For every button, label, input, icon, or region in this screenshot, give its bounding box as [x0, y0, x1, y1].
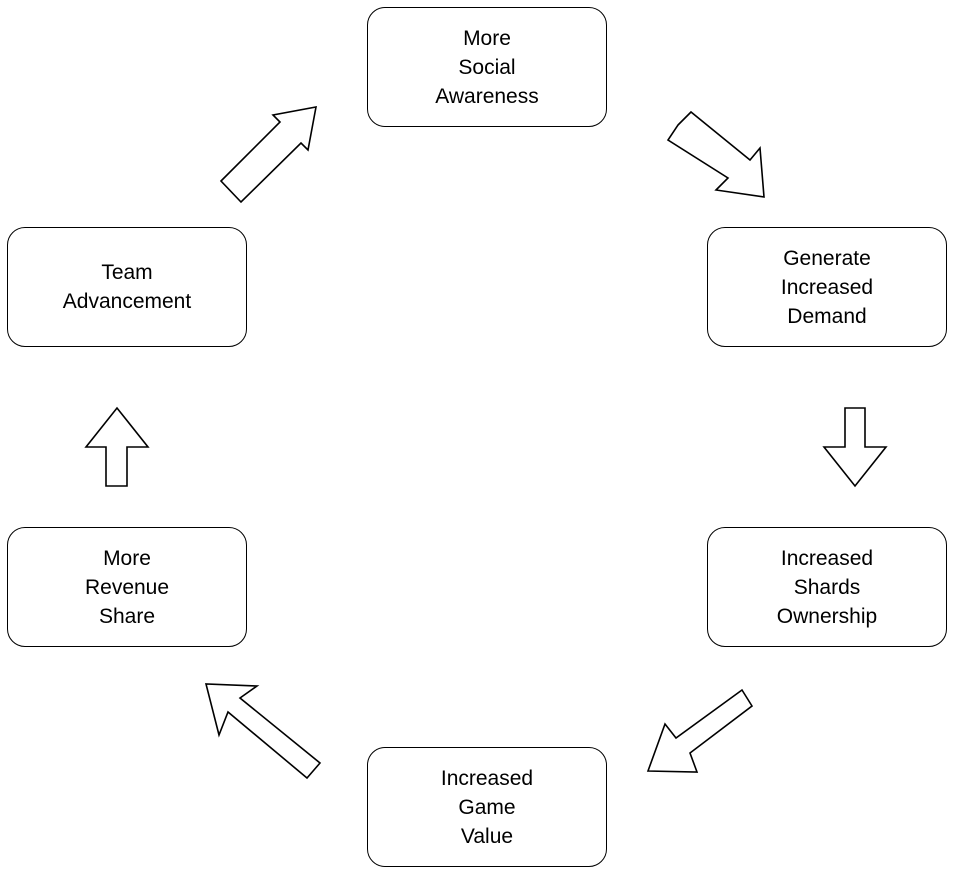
node-more-revenue-share: More Revenue Share	[7, 527, 247, 647]
arrow-awareness-to-demand	[666, 110, 765, 198]
node-label: Increased Game Value	[440, 766, 534, 848]
arrow-team-to-awareness	[219, 106, 317, 204]
node-more-social-awareness: More Social Awareness	[367, 7, 607, 127]
node-generate-increased-demand: Generate Increased Demand	[707, 227, 947, 347]
arrow-demand-to-shards	[822, 407, 888, 488]
node-label: More Social Awareness	[435, 26, 539, 108]
node-label: Team Advancement	[62, 261, 192, 313]
node-increased-shards-ownership: Increased Shards Ownership	[707, 527, 947, 647]
arrow-shards-to-gamevalue	[646, 688, 754, 773]
node-label: More Revenue Share	[84, 546, 170, 628]
arrow-revenue-to-team	[84, 406, 150, 487]
arrow-gamevalue-to-revenue	[204, 683, 322, 780]
node-label: Generate Increased Demand	[780, 246, 874, 328]
node-label: Increased Shards Ownership	[776, 546, 878, 628]
node-team-advancement: Team Advancement	[7, 227, 247, 347]
node-increased-game-value: Increased Game Value	[367, 747, 607, 867]
